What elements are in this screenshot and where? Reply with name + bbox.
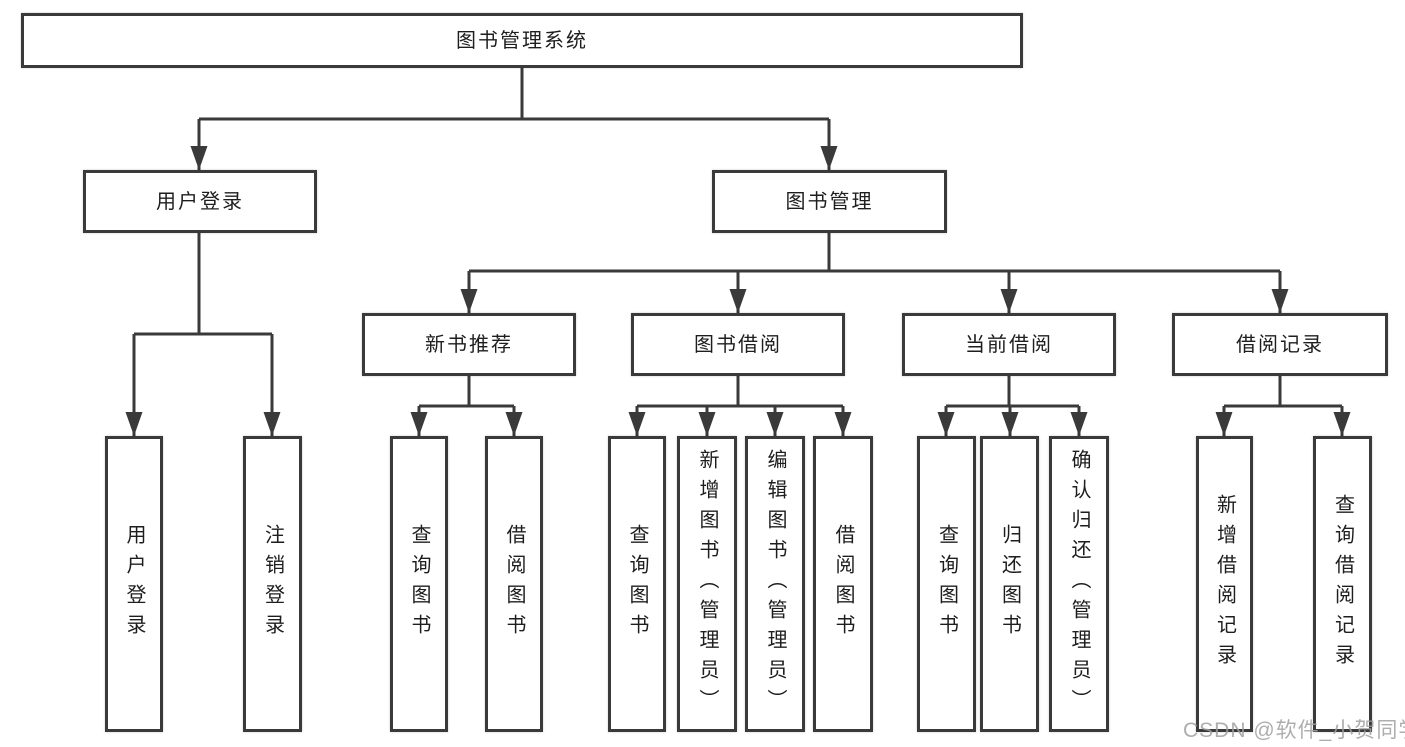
connector-user-login-children — [125, 233, 281, 436]
node-user-login: 用户登录 — [83, 170, 317, 233]
leaf-query-borrow-record: 查询借阅记录 — [1313, 436, 1372, 732]
leaf-query-borrow-record-label: 查询借阅记录 — [1331, 494, 1354, 674]
node-new-book-recommendation: 新书推荐 — [362, 313, 576, 376]
leaf-query-books-recommend-label: 查询图书 — [408, 524, 430, 644]
connector-new-books-children — [410, 376, 523, 436]
node-current-borrowing: 当前借阅 — [902, 313, 1116, 376]
leaf-edit-book-admin: 编辑图书（管理员） — [745, 436, 805, 732]
node-library-management-system: 图书管理系统 — [21, 13, 1023, 68]
connector-current-borrow-children — [937, 376, 1088, 436]
node-user-login-label: 用户登录 — [156, 190, 244, 213]
connector-book-borrow-children — [628, 376, 852, 436]
leaf-confirm-return-admin-label: 确认归还（管理员） — [1068, 449, 1090, 719]
leaf-borrow-books-recommend: 借阅图书 — [485, 436, 543, 732]
leaf-return-book: 归还图书 — [980, 436, 1039, 732]
node-new-book-recommendation-label: 新书推荐 — [425, 333, 513, 356]
node-book-borrowing: 图书借阅 — [631, 313, 845, 376]
node-borrowing-records: 借阅记录 — [1172, 313, 1388, 376]
leaf-query-books-current-label: 查询图书 — [935, 524, 958, 644]
node-borrowing-records-label: 借阅记录 — [1236, 333, 1324, 356]
leaf-logout: 注销登录 — [243, 436, 302, 732]
leaf-user-login-label: 用户登录 — [123, 524, 145, 644]
node-library-management-system-label: 图书管理系统 — [456, 29, 588, 52]
leaf-query-books-borrowing: 查询图书 — [608, 436, 666, 732]
leaf-query-books-current: 查询图书 — [917, 436, 976, 732]
node-book-management: 图书管理 — [712, 170, 947, 233]
connector-root-to-level2 — [190, 68, 838, 170]
watermark: CSDN @软件_小贺同学 — [1183, 719, 1405, 742]
node-book-borrowing-label: 图书借阅 — [694, 333, 782, 356]
leaf-borrow-books-borrowing-label: 借阅图书 — [832, 524, 854, 644]
leaf-add-borrow-record-label: 新增借阅记录 — [1213, 494, 1236, 674]
leaf-query-books-recommend: 查询图书 — [390, 436, 448, 732]
leaf-add-book-admin: 新增图书（管理员） — [677, 436, 737, 732]
node-book-management-label: 图书管理 — [785, 190, 874, 213]
node-current-borrowing-label: 当前借阅 — [965, 333, 1053, 356]
leaf-borrow-books-borrowing: 借阅图书 — [813, 436, 873, 732]
leaf-borrow-books-recommend-label: 借阅图书 — [503, 524, 525, 644]
leaf-add-book-admin-label: 新增图书（管理员） — [696, 449, 718, 719]
leaf-return-book-label: 归还图书 — [998, 524, 1021, 644]
leaf-add-borrow-record: 新增借阅记录 — [1196, 436, 1253, 732]
leaf-query-books-borrowing-label: 查询图书 — [626, 524, 648, 644]
connector-borrow-records-children — [1215, 376, 1351, 436]
leaf-logout-label: 注销登录 — [261, 524, 284, 644]
leaf-confirm-return-admin: 确认归还（管理员） — [1049, 436, 1109, 732]
connector-book-mgmt-to-level3 — [460, 233, 1289, 313]
leaf-edit-book-admin-label: 编辑图书（管理员） — [764, 449, 786, 719]
leaf-user-login: 用户登录 — [105, 436, 163, 732]
